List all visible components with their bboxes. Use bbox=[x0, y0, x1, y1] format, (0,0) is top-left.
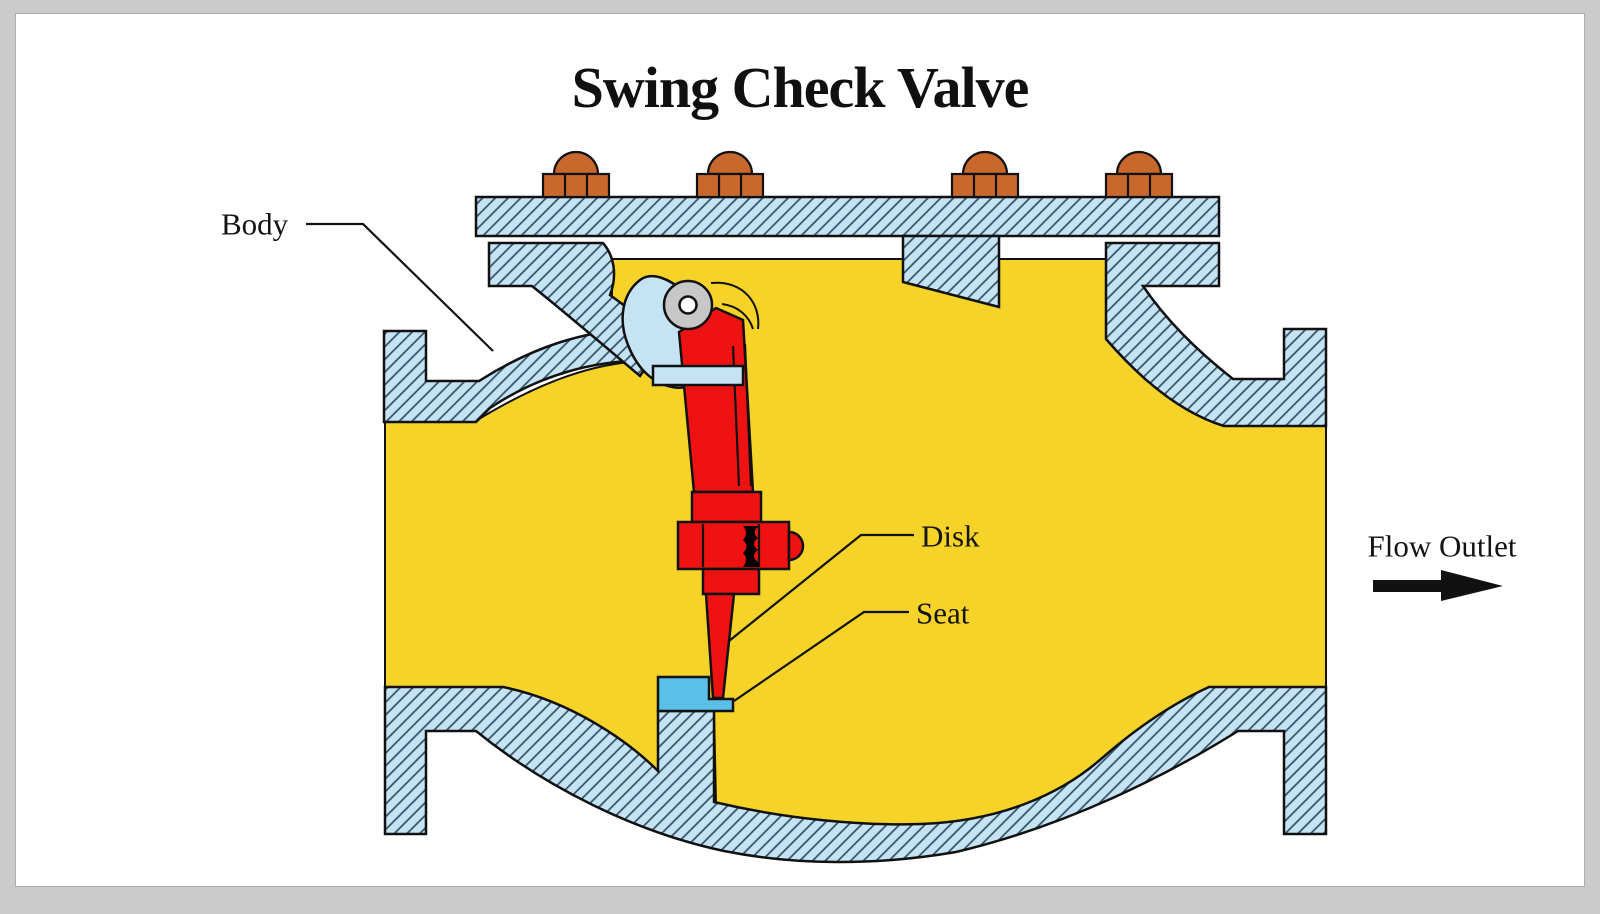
disk-plate bbox=[678, 522, 789, 569]
cover-bolts bbox=[543, 152, 1172, 197]
bolt-3 bbox=[952, 152, 1018, 197]
bolt-4 bbox=[1106, 152, 1172, 197]
bolt-2 bbox=[697, 152, 763, 197]
label-body: Body bbox=[221, 206, 288, 242]
swing-arm-step bbox=[692, 492, 761, 522]
bolt-1 bbox=[543, 152, 609, 197]
label-seat: Seat bbox=[916, 595, 969, 631]
hinge-cross-bar bbox=[653, 366, 743, 385]
hinge-pin-hole bbox=[680, 297, 697, 314]
label-disk: Disk bbox=[921, 518, 980, 554]
diagram-canvas: Swing Check Valve bbox=[15, 13, 1585, 887]
flow-arrow bbox=[1373, 570, 1503, 601]
label-flow-outlet: Flow Outlet bbox=[1368, 528, 1517, 564]
valve-diagram bbox=[16, 14, 1600, 914]
disk-lower-block bbox=[703, 569, 759, 594]
bonnet-cover-plate bbox=[476, 197, 1219, 236]
